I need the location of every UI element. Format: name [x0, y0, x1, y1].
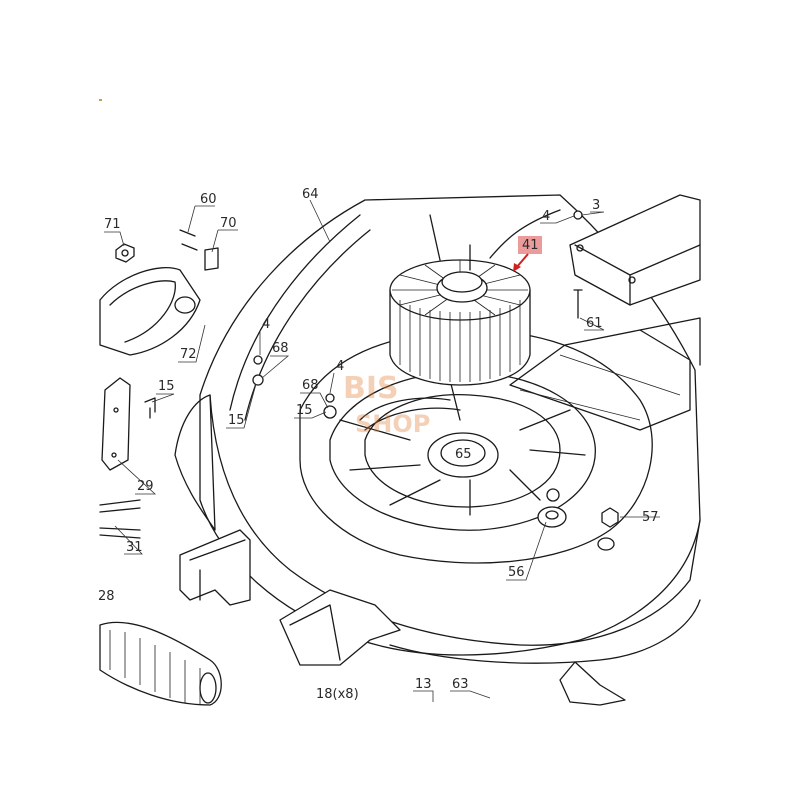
callouts: 71 60 70 64 4 3 41 72 4 68 61 4 15 68 15… [98, 187, 660, 702]
callout-63: 63 [452, 677, 469, 692]
callout-64: 64 [302, 187, 319, 202]
callout-15b: 15 [296, 403, 313, 418]
callout-61: 61 [586, 316, 603, 331]
stray-mark [99, 99, 102, 101]
callout-15c: 15 [228, 413, 245, 428]
callout-57: 57 [642, 510, 659, 525]
callout-15a: 15 [158, 379, 175, 394]
callout-29: 29 [137, 479, 154, 494]
callout-4c: 4 [336, 359, 344, 374]
svg-text:SHOP: SHOP [355, 410, 430, 438]
callout-71: 71 [104, 217, 121, 232]
callout-41: 41 [522, 238, 539, 253]
callout-3: 3 [592, 198, 600, 213]
highlight-41 [518, 236, 542, 254]
callout-68b: 68 [302, 378, 319, 393]
mower-deck [174, 194, 701, 664]
callout-68a: 68 [272, 341, 289, 356]
callout-70: 70 [220, 216, 237, 231]
callout-72: 72 [180, 347, 197, 362]
callout-28: 28 [98, 589, 115, 604]
callout-18: 18(x8) [316, 687, 359, 702]
callout-4a: 4 [542, 209, 550, 224]
callout-4b: 4 [262, 317, 270, 332]
control-box [569, 194, 701, 306]
watermark: BIS SHOP [343, 371, 430, 438]
callout-31: 31 [126, 540, 143, 555]
callout-56: 56 [508, 565, 525, 580]
callout-65: 65 [455, 447, 472, 462]
electric-motor [389, 214, 531, 386]
callout-13: 13 [415, 677, 432, 692]
callout-60: 60 [200, 192, 217, 207]
svg-text:BIS: BIS [343, 371, 399, 406]
left-parts [99, 229, 626, 706]
